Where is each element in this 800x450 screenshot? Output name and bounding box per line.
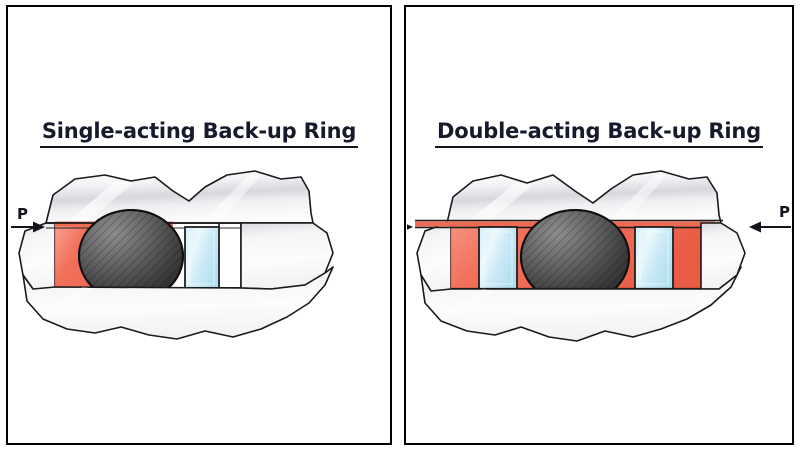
pressure-label-p: P [779,203,790,221]
panel-title-double-acting: Double-acting Back-up Ring [406,119,792,148]
housing-right-shoulder [700,222,746,290]
back-up-ring-right [634,226,674,290]
figure-single-acting: P [8,157,390,357]
figure-double-acting: P P [406,157,792,357]
double-acting-diagram-svg: P P [407,170,791,342]
panel-title-text: Single-acting Back-up Ring [39,119,359,148]
pressure-indicator-right: P [749,203,791,233]
pressure-arrow-head [407,224,413,230]
pressure-label-p: P [17,205,28,223]
panel-single-acting: Single-acting Back-up Ring [6,5,392,445]
single-acting-diagram-svg: P [11,170,334,340]
pressure-arrow-head [749,221,761,233]
back-up-ring-left [478,226,518,290]
panel-double-acting: Double-acting Back-up Ring [404,5,794,445]
back-up-ring [184,226,220,290]
pressure-indicator-left: P [407,224,413,230]
panel-title-text: Double-acting Back-up Ring [435,119,763,148]
panel-title-single-acting: Single-acting Back-up Ring [8,119,390,148]
housing-upper-body [45,170,314,224]
housing-lower-body [22,266,334,340]
sealing-ball [520,209,630,305]
housing-lower-body [420,266,742,342]
pressure-indicator-left: P [11,205,45,233]
pressure-arrow-head [33,221,45,233]
housing-upper-body [446,170,722,224]
